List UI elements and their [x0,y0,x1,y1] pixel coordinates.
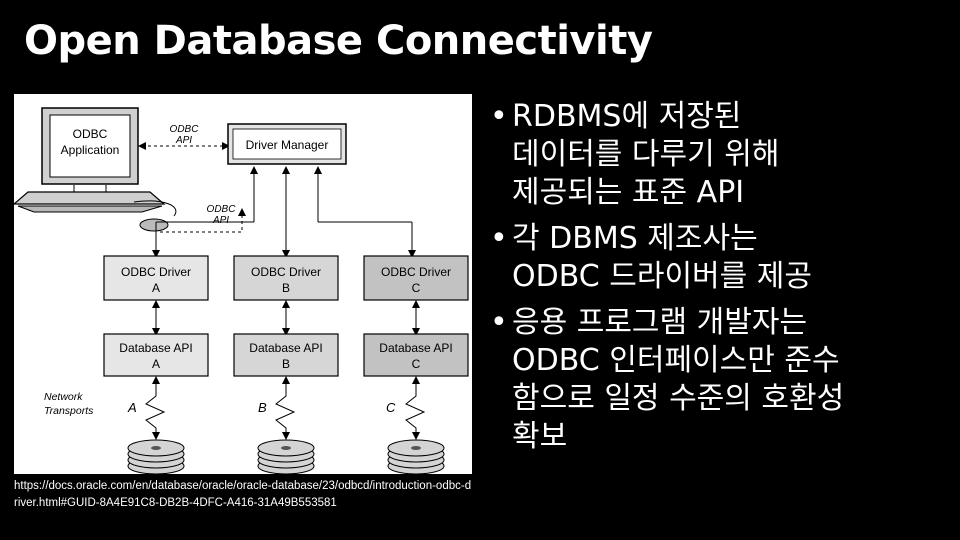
database-api-box-c [363,333,469,377]
network-label-2: Transports [44,405,94,417]
slide-title: Open Database Connectivity [24,18,653,64]
driver-a-label-1: ODBC Driver [121,265,191,279]
bullet-line: 데이터를 다루기 위해 [512,137,780,172]
db-api-b-label-1: Database API [249,341,322,355]
bullet-line: ODBC 인터페이스만 준수 [512,343,840,378]
odbc-architecture-diagram: ODBC Application ODBC API Driver Manager… [14,94,472,474]
bullet-line: 함으로 일정 수준의 호환성 [512,381,845,416]
bullet-line: 각 DBMS 제조사는 [512,221,758,256]
bullet-item: 응용 프로그램 개발자는 ODBC 인터페이스만 준수 함으로 일정 수준의 호… [486,304,956,456]
computer-icon [14,107,177,232]
transport-c-line [405,376,426,440]
transport-a-line [145,376,166,440]
database-disk-icon-b [257,439,315,474]
db-api-c-label-2: C [412,357,421,371]
transport-b-label: B [258,400,267,415]
db-api-b-label-2: B [282,357,290,371]
transport-c-label: C [386,400,396,415]
driver-manager-label: Driver Manager [246,138,329,152]
bullet-line: RDBMS에 저장된 [512,99,742,134]
bullet-item: RDBMS에 저장된 데이터를 다루기 위해 제공되는 표준 API [486,98,956,212]
database-disk-icon-a [127,439,185,474]
driver-c-label-2: C [412,281,421,295]
transport-b-line [275,376,296,440]
driver-a-label-2: A [152,281,160,295]
db-api-c-label-1: Database API [379,341,452,355]
database-api-box-b [233,333,339,377]
bullet-line: 응용 프로그램 개발자는 [512,305,808,340]
database-disk-icon-c [387,439,445,474]
db-api-a-label-2: A [152,357,160,371]
database-api-box-a [103,333,209,377]
top-api-label-1: ODBC [170,124,200,135]
application-label-2: Application [61,143,120,157]
driver-b-label-2: B [282,281,290,295]
driver-b-label-1: ODBC Driver [251,265,321,279]
db-api-a-label-1: Database API [119,341,192,355]
application-label-1: ODBC [73,127,108,141]
odbc-driver-box-c [363,255,469,301]
bullet-item: 각 DBMS 제조사는 ODBC 드라이버를 제공 [486,220,956,296]
bullet-line: 제공되는 표준 API [512,175,745,210]
mid-api-label-2: API [212,215,229,226]
bullet-line: 확보 [512,419,568,454]
bullet-list: RDBMS에 저장된 데이터를 다루기 위해 제공되는 표준 API 각 DBM… [486,98,956,464]
bullet-line: ODBC 드라이버를 제공 [512,259,812,294]
top-api-label-2: API [175,135,192,146]
network-label-1: Network [44,391,83,403]
transport-a-label: A [127,400,137,415]
mid-api-label-1: ODBC [207,204,237,215]
source-url: https://docs.oracle.com/en/database/orac… [14,480,472,509]
odbc-driver-box-a [103,255,209,301]
driver-c-label-1: ODBC Driver [381,265,451,279]
